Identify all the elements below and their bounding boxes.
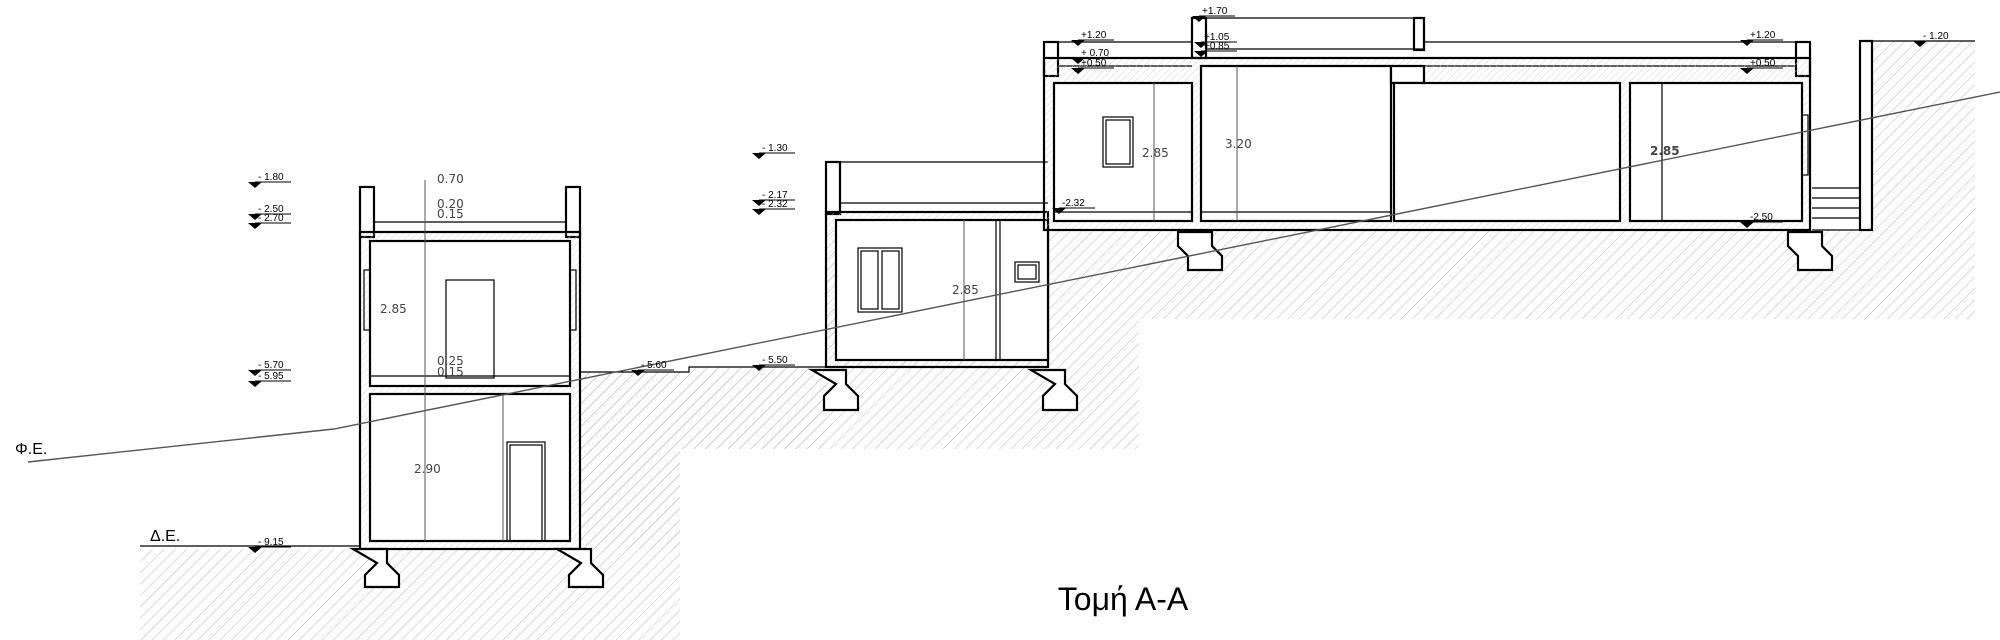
level-marker: +1.05 (1194, 32, 1237, 48)
level-value: + 0.70 (1081, 48, 1110, 59)
level-marker: - 1.80 (248, 172, 291, 188)
level-marker: - 1.20 (1913, 31, 1956, 47)
dimension-value: 0.15 (437, 207, 464, 221)
retaining-wall (1858, 39, 1874, 232)
footing (348, 547, 401, 589)
level-marker: - 2.32 (752, 199, 795, 215)
level-value: +1.20 (1081, 30, 1107, 41)
level-marker: - 5.95 (248, 371, 291, 387)
left-building (348, 180, 605, 589)
window (1102, 116, 1134, 168)
finished-ground-label: Φ.Ε. (15, 441, 47, 458)
footing (1786, 230, 1834, 272)
level-value: +0.85 (1204, 41, 1230, 52)
dimension-value: 0.25 (437, 354, 464, 368)
level-value: +0.50 (1750, 58, 1776, 69)
level-value: -2.50 (1750, 212, 1773, 223)
level-value: - 2.50 (258, 204, 284, 215)
finished-ground-line (27, 91, 2000, 463)
level-marker: - 2.17 (752, 190, 795, 206)
dimension-value: 2.85 (952, 283, 979, 297)
drawing-title: Τομή Α-Α (1058, 581, 1189, 617)
level-marker: +0.50 (1071, 58, 1114, 74)
level-marker: +1.70 (1192, 6, 1235, 22)
level-value: - 2.70 (258, 213, 284, 224)
level-value: -2.32 (1062, 198, 1085, 209)
level-marker: +0.50 (1740, 58, 1783, 74)
natural-ground-label: Δ.Ε. (150, 528, 180, 545)
level-marker: -2.50 (1740, 212, 1783, 228)
level-markers: - 1.80 - 2.50- 2.70 - 5.70- 5.95 - 9.15 - 5.… (248, 6, 1956, 553)
window (857, 247, 903, 313)
level-value: - 5.60 (641, 360, 667, 371)
level-marker: - 1.30 (752, 143, 795, 159)
level-marker: - 5.60 (631, 360, 674, 376)
dimension-value: 2.85 (1650, 144, 1680, 158)
level-value: +1.05 (1204, 32, 1230, 43)
dimension-labels: 0.700.200.152.850.250.152.902.852.853.20… (380, 137, 1680, 476)
level-marker: - 2.70 (248, 213, 291, 229)
dimension-value: 0.20 (437, 197, 464, 211)
footing (1026, 368, 1079, 412)
soil-hatch (140, 41, 1975, 640)
level-marker: + 0.70 (1071, 48, 1114, 64)
level-value: - 2.32 (762, 199, 788, 210)
level-marker: -2.32 (1052, 198, 1095, 214)
footing (552, 547, 605, 589)
level-value: +1.70 (1202, 6, 1228, 17)
dimension-value: 2.85 (1142, 146, 1169, 160)
level-value: - 9.15 (258, 537, 284, 548)
level-value: - 5.50 (762, 355, 788, 366)
level-value: - 2.17 (762, 190, 788, 201)
level-value: +1.20 (1750, 30, 1776, 41)
level-value: - 5.95 (258, 371, 284, 382)
dimension-value: 2.85 (380, 302, 407, 316)
level-value: - 1.20 (1923, 31, 1949, 42)
dimension-value: 0.70 (437, 172, 464, 186)
level-value: - 1.80 (258, 172, 284, 183)
middle-building (807, 160, 1079, 412)
dimension-value: 2.90 (414, 462, 441, 476)
level-value: - 5.70 (258, 360, 284, 371)
level-marker: - 9.15 (248, 537, 291, 553)
level-marker: +1.20 (1071, 30, 1114, 46)
dimension-value: 3.20 (1225, 137, 1252, 151)
level-marker: - 5.50 (752, 355, 795, 371)
window (1014, 261, 1040, 283)
dimension-value: 0.15 (437, 365, 464, 379)
level-value: - 1.30 (762, 143, 788, 154)
level-marker: +0.85 (1194, 41, 1237, 57)
level-marker: - 5.70 (248, 360, 291, 376)
footing (1176, 230, 1224, 272)
level-value: +0.50 (1081, 58, 1107, 69)
right-building (1042, 16, 1874, 272)
door-opening (445, 279, 495, 379)
level-marker: +1.20 (1740, 30, 1783, 46)
footing (807, 368, 860, 412)
level-marker: - 2.50 (248, 204, 291, 220)
